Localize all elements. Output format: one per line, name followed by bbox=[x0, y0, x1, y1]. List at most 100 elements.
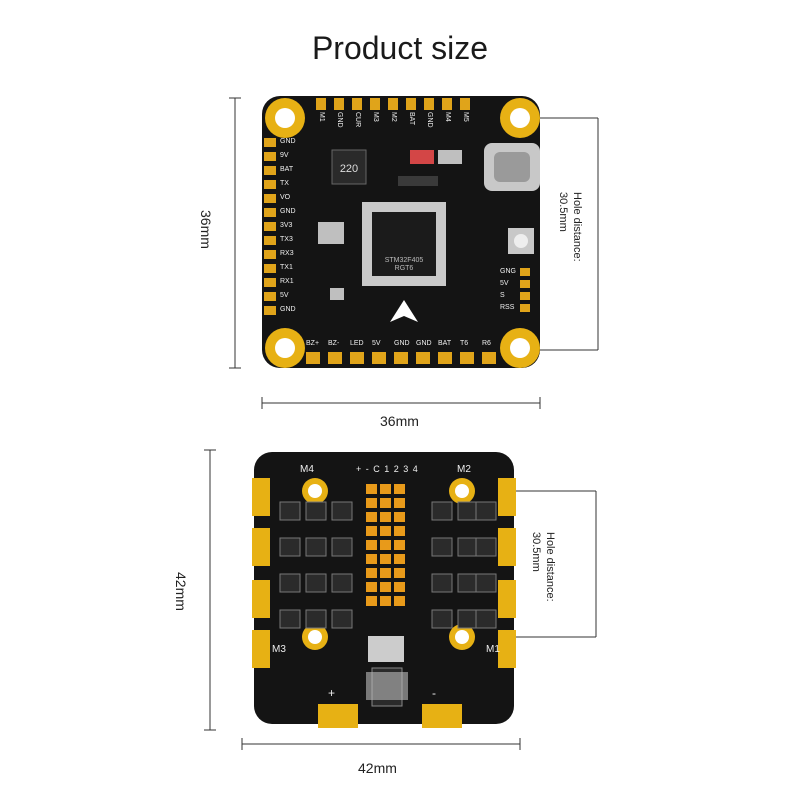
fc-left-pad-label: RX1 bbox=[280, 278, 294, 285]
esc-mosfet bbox=[457, 609, 479, 629]
esc-center-pad bbox=[380, 512, 391, 522]
fc-left-pad-label: TX1 bbox=[280, 264, 293, 271]
esc-center-pad bbox=[380, 568, 391, 578]
esc-center-pad bbox=[380, 540, 391, 550]
fc-width-dimension-line bbox=[261, 397, 541, 409]
esc-mosfet bbox=[305, 537, 327, 557]
esc-center-pad bbox=[394, 526, 405, 536]
fc-bottom-pad bbox=[438, 352, 452, 364]
esc-mosfet bbox=[305, 573, 327, 593]
fc-bottom-pad-label: BAT bbox=[438, 340, 452, 347]
fc-hole-distance-bracket bbox=[530, 117, 599, 351]
fc-top-pad bbox=[442, 98, 452, 110]
esc-center-pad bbox=[366, 526, 377, 536]
fc-left-pad-label: VO bbox=[280, 194, 291, 201]
fc-left-pad bbox=[264, 264, 276, 273]
esc-mosfet bbox=[457, 537, 479, 557]
esc-center-pad bbox=[366, 554, 377, 564]
fc-left-pad bbox=[264, 292, 276, 301]
fc-left-pad bbox=[264, 306, 276, 315]
esc-mosfet bbox=[431, 609, 453, 629]
fc-right-pad bbox=[520, 268, 530, 276]
inductor-label: 220 bbox=[340, 163, 358, 175]
mcu-label: STM32F405 bbox=[385, 257, 424, 264]
esc-height-label: 42mm bbox=[173, 572, 189, 611]
esc-motor-label-m3: M3 bbox=[272, 644, 286, 655]
fc-top-pad bbox=[316, 98, 326, 110]
brand-logo-icon bbox=[390, 300, 418, 322]
fc-width-label: 36mm bbox=[380, 413, 419, 429]
fc-top-pad bbox=[388, 98, 398, 110]
esc-mosfet bbox=[279, 609, 301, 629]
fc-bottom-pad-label: BZ- bbox=[328, 340, 340, 347]
fc-top-pad-label: M4 bbox=[444, 112, 451, 122]
esc-center-pad bbox=[394, 484, 405, 494]
esc-center-pad bbox=[394, 554, 405, 564]
fc-left-pad-label: GND bbox=[280, 208, 296, 215]
fc-bottom-pad-label: T6 bbox=[460, 340, 469, 347]
fc-top-pad bbox=[352, 98, 362, 110]
esc-center-pad bbox=[366, 582, 377, 592]
esc-mosfet bbox=[475, 501, 497, 521]
esc-center-pad bbox=[366, 540, 377, 550]
fc-bottom-pad bbox=[394, 352, 408, 364]
fc-height-label: 36mm bbox=[198, 210, 214, 249]
esc-mosfet bbox=[331, 501, 353, 521]
fc-top-pad bbox=[424, 98, 434, 110]
fc-top-pad bbox=[406, 98, 416, 110]
esc-mosfet bbox=[279, 537, 301, 557]
fc-top-pad bbox=[370, 98, 380, 110]
esc-plus-label: + bbox=[328, 686, 336, 700]
esc-center-pad bbox=[380, 526, 391, 536]
fc-left-pad bbox=[264, 278, 276, 287]
fc-top-pad bbox=[334, 98, 344, 110]
esc-center-pad bbox=[366, 498, 377, 508]
esc-mosfet bbox=[331, 609, 353, 629]
fc-top-pad-label: GND bbox=[336, 112, 343, 128]
fc-top-pad bbox=[460, 98, 470, 110]
esc-mosfet bbox=[475, 573, 497, 593]
fc-top-pad-label: M2 bbox=[390, 112, 397, 122]
fc-right-pad-label: RSS bbox=[500, 304, 515, 311]
fc-left-pad-label: GND bbox=[280, 306, 296, 313]
esc-motor-label-m1: M1 bbox=[486, 644, 500, 655]
esc-center-pad bbox=[380, 554, 391, 564]
esc-mosfet bbox=[475, 609, 497, 629]
esc-mosfet bbox=[279, 501, 301, 521]
fc-top-pad-label: GND bbox=[426, 112, 433, 128]
flight-controller-board: STM32F405 RGT6 220 bbox=[262, 96, 540, 368]
fc-bottom-pad-label: 5V bbox=[372, 340, 381, 347]
fc-left-pad bbox=[264, 194, 276, 203]
fc-left-pad-label: TX3 bbox=[280, 236, 293, 243]
esc-center-pad bbox=[394, 540, 405, 550]
fc-top-pad-label: M3 bbox=[372, 112, 379, 122]
esc-mosfet bbox=[457, 573, 479, 593]
fc-left-pad bbox=[264, 250, 276, 259]
esc-center-pad bbox=[394, 568, 405, 578]
fc-bottom-pad-label: GND bbox=[394, 340, 410, 347]
esc-mosfet bbox=[475, 537, 497, 557]
esc-center-pad bbox=[366, 596, 377, 606]
fc-top-pad-label: M5 bbox=[462, 112, 469, 122]
fc-left-pad-label: 5V bbox=[280, 292, 289, 299]
fc-bottom-pad-label: LED bbox=[350, 340, 364, 347]
esc-mount-holes bbox=[302, 478, 475, 650]
esc-center-pad bbox=[366, 512, 377, 522]
mcu-chip bbox=[372, 212, 436, 276]
esc-center-pad bbox=[394, 582, 405, 592]
esc-center-pad-array bbox=[366, 484, 405, 606]
fc-left-pad bbox=[264, 180, 276, 189]
fc-bottom-pad bbox=[350, 352, 364, 364]
fc-left-pad bbox=[264, 152, 276, 161]
fc-left-pad bbox=[264, 222, 276, 231]
esc-hole-distance-label: Hole distance: 30.5mm bbox=[530, 532, 556, 602]
fc-left-pad bbox=[264, 236, 276, 245]
esc-center-pad bbox=[366, 484, 377, 494]
fc-left-pad-label: 9V bbox=[280, 152, 289, 159]
fc-bottom-pad bbox=[416, 352, 430, 364]
fc-left-pad bbox=[264, 166, 276, 175]
fc-left-pad bbox=[264, 208, 276, 217]
esc-mosfet bbox=[305, 501, 327, 521]
fc-bottom-pad bbox=[482, 352, 496, 364]
